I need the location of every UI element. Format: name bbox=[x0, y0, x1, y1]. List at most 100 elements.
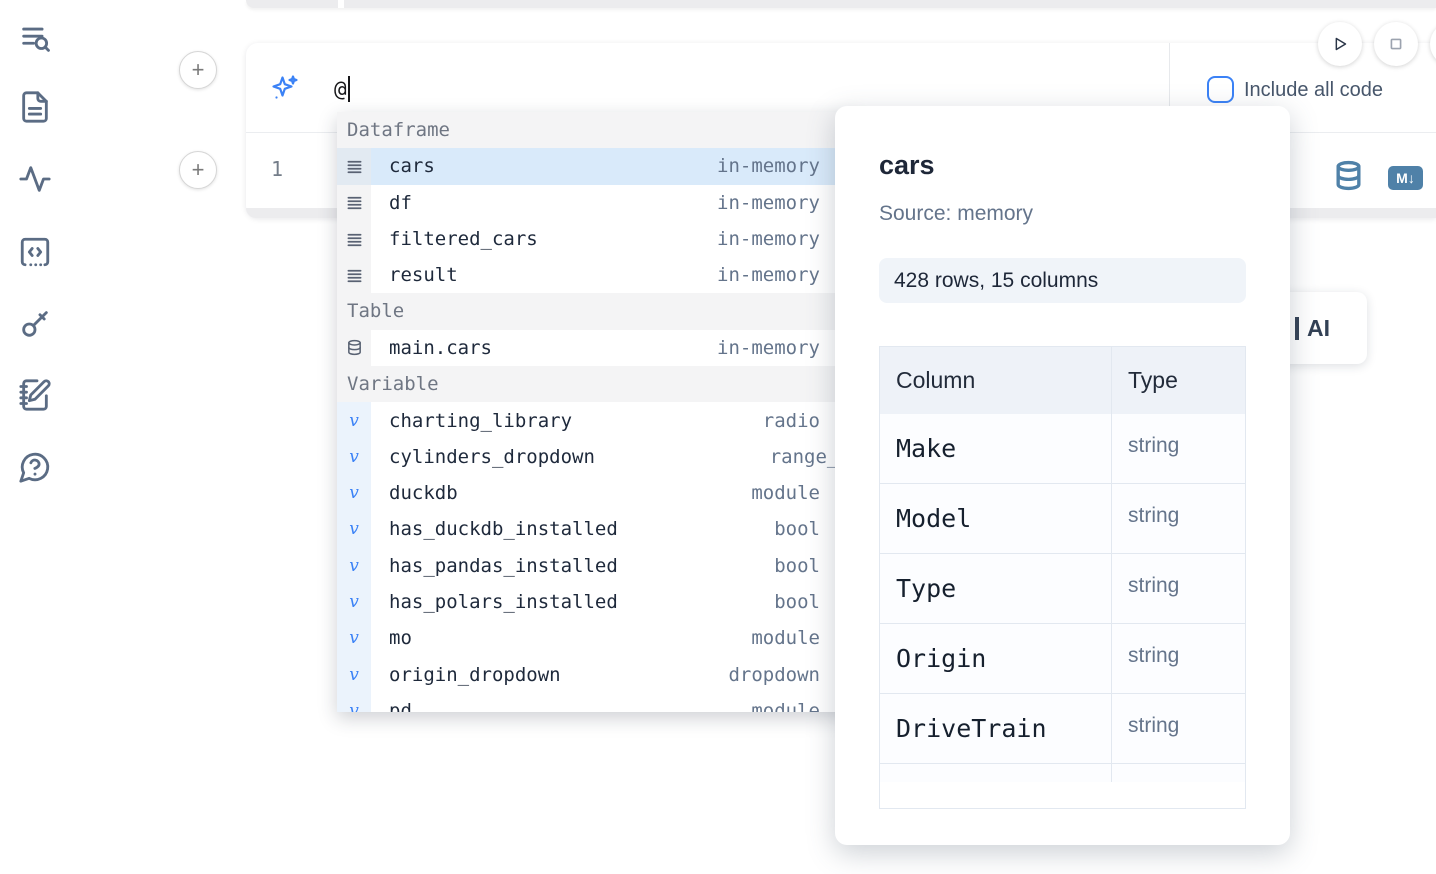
dataframe-icon bbox=[337, 184, 371, 221]
column-type-cell: string bbox=[1128, 644, 1180, 667]
run-button[interactable] bbox=[1318, 22, 1362, 66]
variable-icon: v bbox=[337, 474, 371, 512]
key-icon[interactable] bbox=[18, 307, 52, 341]
variable-icon: v bbox=[337, 583, 371, 621]
variable-icon: v bbox=[337, 692, 371, 712]
column-name-cell: DriveTrain bbox=[880, 694, 1112, 763]
shape-badge: 428 rows, 15 columns bbox=[879, 258, 1246, 303]
line-number: 1 bbox=[271, 157, 284, 181]
item-name: cars bbox=[389, 155, 435, 178]
list-search-icon[interactable] bbox=[18, 22, 52, 56]
code-snippet-icon[interactable] bbox=[18, 235, 52, 269]
item-name: mo bbox=[389, 627, 412, 650]
item-name: cylinders_dropdown bbox=[389, 445, 595, 468]
table-icon bbox=[337, 329, 371, 367]
variable-icon: v bbox=[337, 656, 371, 693]
item-name: main.cars bbox=[389, 336, 492, 359]
autocomplete-section-header: Table bbox=[337, 293, 857, 330]
extra-button-clipped[interactable] bbox=[1430, 22, 1436, 66]
dataframe-icon bbox=[337, 220, 371, 258]
variable-icon: v bbox=[337, 402, 371, 439]
item-type: in-memory bbox=[717, 264, 820, 287]
column-type-cell: string bbox=[1128, 434, 1180, 457]
item-name: result bbox=[389, 264, 458, 287]
add-cell-button-bottom[interactable]: + bbox=[179, 151, 217, 189]
item-name: duckdb bbox=[389, 482, 458, 505]
stop-button[interactable] bbox=[1374, 22, 1418, 66]
table-row: DriveTrain string bbox=[880, 693, 1245, 763]
text-caret bbox=[347, 76, 350, 102]
item-type: dropdown bbox=[728, 663, 820, 686]
column-type-cell: string bbox=[1128, 714, 1180, 737]
item-name: origin_dropdown bbox=[389, 663, 561, 686]
autocomplete-item[interactable]: v pd module bbox=[337, 692, 857, 712]
table-row: Origin string bbox=[880, 623, 1245, 693]
preview-title: cars bbox=[879, 150, 935, 180]
autocomplete-section-header: Variable bbox=[337, 366, 857, 403]
autocomplete-item[interactable]: cars in-memory bbox=[337, 148, 857, 185]
item-name: df bbox=[389, 191, 412, 214]
variable-icon: v bbox=[337, 438, 371, 475]
schema-table-header: Column Type bbox=[880, 347, 1245, 414]
table-row-partial bbox=[880, 763, 1245, 782]
item-name: filtered_cars bbox=[389, 228, 538, 251]
header-type: Type bbox=[1128, 367, 1178, 393]
column-name-cell: Origin bbox=[880, 624, 1112, 693]
play-icon bbox=[1335, 37, 1347, 51]
database-icon[interactable] bbox=[1333, 160, 1364, 191]
item-name: has_polars_installed bbox=[389, 591, 618, 613]
column-name-cell: Model bbox=[880, 484, 1112, 553]
ai-card-label: AI bbox=[1307, 314, 1330, 341]
autocomplete-item[interactable]: filtered_cars in-memory bbox=[337, 220, 857, 258]
column-type-cell: string bbox=[1128, 574, 1180, 597]
file-document-icon[interactable] bbox=[18, 90, 52, 124]
stop-icon bbox=[1390, 38, 1402, 50]
item-type: radio bbox=[762, 409, 820, 432]
sparkles-icon bbox=[270, 73, 300, 103]
clipped-letter bbox=[1295, 316, 1299, 340]
item-type: bool bbox=[774, 518, 820, 541]
autocomplete-item[interactable]: main.cars in-memory bbox=[337, 329, 857, 367]
include-all-code-label: Include all code bbox=[1244, 79, 1383, 101]
add-cell-button-top[interactable]: + bbox=[179, 51, 217, 89]
markdown-icon[interactable]: M↓ bbox=[1388, 166, 1423, 190]
dataframe-icon bbox=[337, 148, 371, 185]
activity-icon[interactable] bbox=[18, 162, 52, 196]
autocomplete-item[interactable]: v origin_dropdown dropdown bbox=[337, 656, 857, 693]
notebook-edit-icon[interactable] bbox=[18, 378, 52, 412]
autocomplete-item[interactable]: result in-memory bbox=[337, 257, 857, 294]
item-type: in-memory bbox=[717, 336, 820, 359]
autocomplete-section-header: Dataframe bbox=[337, 112, 857, 149]
item-type: module bbox=[751, 482, 820, 505]
include-all-code-checkbox[interactable] bbox=[1207, 76, 1234, 103]
ai-prompt-input[interactable]: @ bbox=[334, 76, 350, 102]
header-column: Column bbox=[880, 347, 1112, 414]
item-type: module bbox=[751, 627, 820, 650]
help-chat-icon[interactable] bbox=[18, 450, 52, 484]
variable-icon: v bbox=[337, 547, 371, 584]
variable-icon: v bbox=[337, 620, 371, 657]
dataframe-preview-panel: cars Source: memory 428 rows, 15 columns… bbox=[835, 106, 1290, 845]
item-type: in-memory bbox=[717, 155, 820, 178]
item-type: in-memory bbox=[717, 228, 820, 251]
prompt-divider bbox=[1169, 43, 1170, 132]
item-type: module bbox=[751, 699, 820, 712]
item-name: pd bbox=[389, 699, 412, 712]
preview-source: Source: memory bbox=[879, 202, 1034, 225]
previous-cell-footer bbox=[246, 0, 1436, 8]
